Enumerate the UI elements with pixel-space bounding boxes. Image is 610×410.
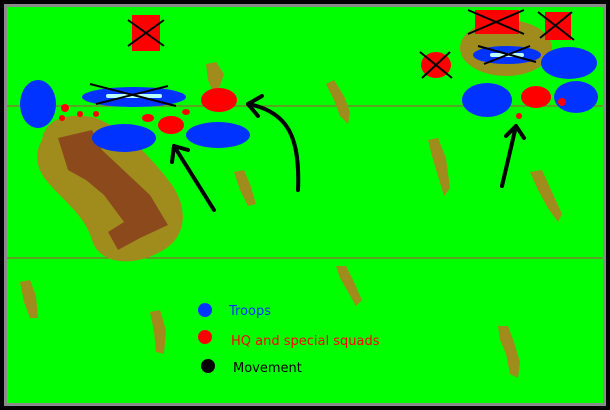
terrain-patch xyxy=(150,310,166,354)
special-squad xyxy=(77,111,83,117)
troop-unit xyxy=(92,124,156,152)
cross-mark xyxy=(539,11,573,39)
special-squad xyxy=(182,109,190,115)
cross-mark xyxy=(421,51,451,79)
destroyed-hq-marker xyxy=(127,15,165,51)
cross-mark xyxy=(95,85,169,105)
legend-marker-hq xyxy=(198,330,212,344)
destroyed-hq-marker xyxy=(467,9,525,35)
building xyxy=(58,130,168,250)
legend-label-movement: Movement xyxy=(233,361,302,376)
terrain-patch xyxy=(530,170,562,222)
legend-label-troops: Troops xyxy=(229,304,272,319)
cross-mark xyxy=(483,45,531,65)
terrain-patch xyxy=(20,280,38,318)
special-squad xyxy=(59,115,65,121)
troop-unit xyxy=(462,83,512,117)
movement-arrow xyxy=(170,144,216,212)
terrain-patch xyxy=(234,170,256,206)
hq-unit xyxy=(521,86,551,108)
special-squad xyxy=(61,104,69,112)
special-squad xyxy=(558,98,566,106)
special-squad xyxy=(93,111,99,117)
terrain-patches xyxy=(20,62,562,378)
movement-arrow xyxy=(500,124,526,188)
terrain-patch xyxy=(206,62,224,94)
terrain-patch xyxy=(326,80,350,124)
special-squad xyxy=(516,113,522,119)
legend-marker-troops xyxy=(198,303,212,317)
destroyed-hq-marker xyxy=(537,11,575,41)
terrain-patch xyxy=(498,326,520,378)
troop-unit xyxy=(20,80,56,128)
cross-mark xyxy=(467,9,525,35)
troop-unit xyxy=(186,122,250,148)
cross-mark xyxy=(127,19,165,47)
terrain-patch xyxy=(428,138,450,196)
legend-marker-movement xyxy=(201,359,215,373)
troop-unit xyxy=(541,47,597,79)
legend-label-hq: HQ and special squads xyxy=(231,334,380,349)
hq-unit xyxy=(201,88,237,112)
hq-unit xyxy=(158,116,184,134)
terrain-patch xyxy=(336,266,362,306)
troop-unit xyxy=(554,81,598,113)
movement-arrows xyxy=(170,94,526,212)
special-squad xyxy=(142,114,154,122)
movement-arrow xyxy=(246,94,301,192)
